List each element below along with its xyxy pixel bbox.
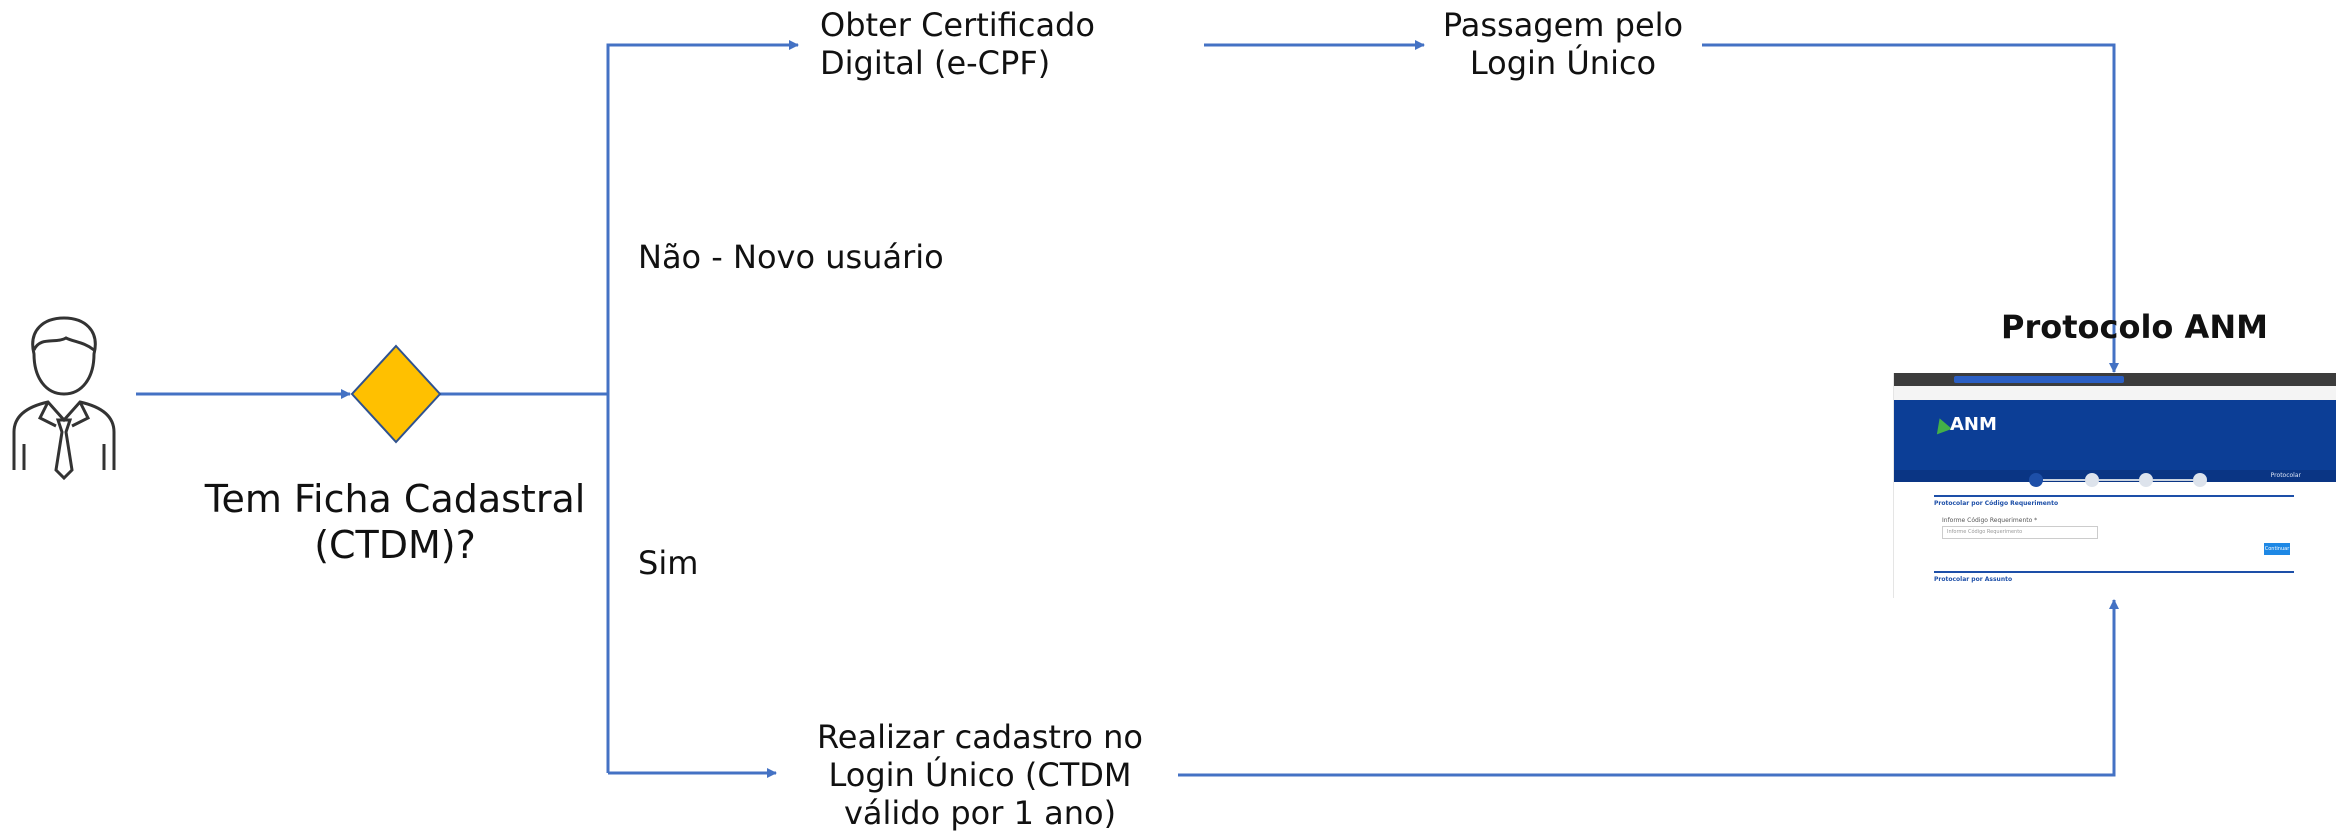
nav-item-protocolar[interactable]: Protocolar — [2270, 472, 2301, 479]
branch-yes-label: Sim — [638, 544, 699, 582]
field-label: Informe Código Requerimento * — [1942, 517, 2038, 524]
stepper-step-2 — [2085, 473, 2099, 487]
step-login: Passagem pelo Login Único — [1442, 6, 1684, 82]
anm-subnav: Protocolar — [1894, 470, 2336, 482]
section-code[interactable]: Protocolar por Código Requerimento — [1934, 495, 2294, 507]
decision-question: Tem Ficha Cadastral (CTDM)? — [204, 477, 586, 567]
gov-bar — [1894, 386, 2336, 400]
target-title: Protocolo ANM — [2001, 308, 2268, 346]
connectors — [136, 40, 2119, 778]
url-bar — [1954, 376, 2124, 383]
code-input[interactable]: Informe Código Requerimento — [1942, 526, 2098, 539]
branch-no-label: Não - Novo usuário — [638, 238, 944, 276]
section-subject[interactable]: Protocolar por Assunto — [1934, 571, 2294, 583]
continue-button[interactable]: Continuar — [2264, 543, 2290, 555]
stepper-line — [2099, 479, 2139, 481]
decision-diamond — [350, 344, 442, 444]
anm-logo-text: ANM — [1950, 414, 1997, 435]
user-icon — [12, 316, 116, 481]
anm-logo-icon — [1932, 415, 1952, 435]
step-certificate: Obter Certificado Digital (e-CPF) — [820, 6, 1095, 82]
anm-screenshot: ANM Protocolar Protocolar por Código Req… — [1893, 373, 2336, 598]
arrow-login-to-protocol — [1702, 43, 2119, 373]
stepper-step-4 — [2193, 473, 2207, 487]
arrow-branch-no — [606, 40, 799, 773]
anm-header: ANM — [1894, 400, 2336, 470]
browser-bar — [1894, 373, 2336, 386]
stepper-line — [2153, 479, 2193, 481]
stepper-step-1 — [2029, 473, 2043, 487]
arrow-register-to-protocol — [1178, 599, 2119, 777]
stepper-line — [2043, 479, 2085, 481]
step-register: Realizar cadastro no Login Único (CTDM v… — [816, 718, 1143, 832]
stepper-step-3 — [2139, 473, 2153, 487]
